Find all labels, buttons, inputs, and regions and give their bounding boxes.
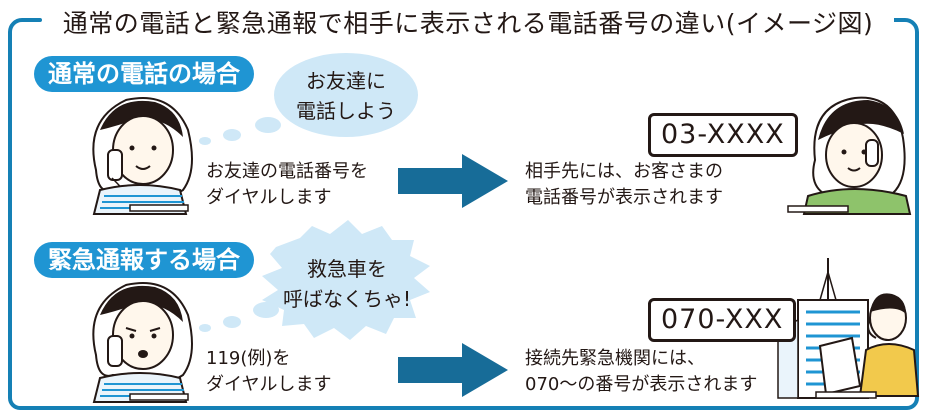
emergency-exclamation-bubble	[199, 220, 430, 340]
normal-call-label: 通常の電話の場合	[34, 56, 254, 92]
emergency-caller-text-line1: 119(例)を	[206, 348, 291, 369]
emergency-receiver-text-line2: 070〜の番号が表示されます	[525, 374, 758, 395]
normal-displayed-number: 03-XXXX	[648, 113, 798, 157]
diagram-title: 通常の電話と緊急通報で相手に表示される電話番号の違い(イメージ図)	[42, 4, 894, 40]
emergency-displayed-number: 070-XXX	[648, 298, 797, 342]
normal-bubble-line2: 電話しよう	[296, 99, 396, 123]
normal-caller-woman	[92, 97, 193, 215]
normal-receiver-woman	[787, 96, 912, 215]
emergency-caller-text-line2: ダイヤルします	[206, 374, 332, 395]
normal-thought-bubble	[199, 53, 418, 145]
normal-caller-text-line1: お友達の電話番号を	[206, 161, 368, 182]
normal-bubble-line1: お友達に	[306, 69, 386, 93]
normal-receiver-text-line2: 電話番号が表示されます	[525, 187, 723, 208]
emergency-bubble-line1: 救急車を	[307, 257, 387, 281]
emergency-receiver-text-line1: 接続先緊急機関には、	[525, 348, 705, 369]
emergency-bubble-line2: 呼ばなくちゃ!	[282, 287, 412, 311]
emergency-call-label: 緊急通報する場合	[34, 242, 254, 278]
normal-caller-text-line2: ダイヤルします	[206, 187, 332, 208]
emergency-arrow	[398, 343, 508, 397]
normal-arrow	[398, 154, 508, 208]
normal-receiver-text-line1: 相手先には、お客さまの	[525, 161, 723, 182]
emergency-caller-woman	[92, 282, 193, 403]
emergency-operator	[815, 293, 920, 399]
